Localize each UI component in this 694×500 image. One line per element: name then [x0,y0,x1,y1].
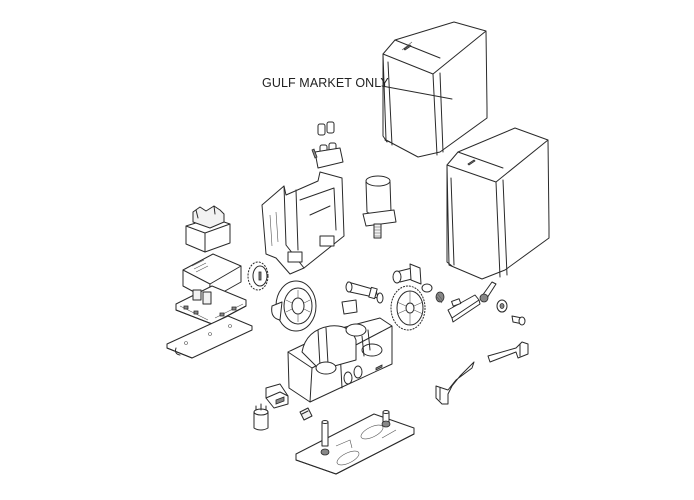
spring [435,291,445,304]
motor-cover-disc [271,280,317,332]
board-base-plate [166,315,253,359]
washer [496,299,508,313]
release-key-cylinder [392,263,422,285]
bushing [253,403,269,431]
cover-standard [446,127,550,280]
nut [421,283,433,293]
pinion-gear [247,261,269,291]
connector [265,383,289,409]
screw [511,315,526,326]
cover-large [382,21,488,158]
limit-switch-bracket-b [435,361,475,405]
drive-shaft [345,281,384,304]
worm-gear [390,285,426,331]
cable-clip [299,407,313,421]
annotation-leader-line [381,85,453,100]
gulf-market-label: GULF MARKET ONLY [262,76,389,90]
capacitor [362,175,397,239]
board-cover [182,253,242,301]
transformer [185,205,231,253]
control-board-bracket [261,171,345,275]
release-handle [479,281,497,303]
terminal-blocks [311,121,344,169]
foundation-plate [295,410,415,475]
gearmotor-housing [287,299,393,403]
release-lever-plate [447,294,481,323]
limit-switch-bracket-a [487,341,529,363]
control-board [175,285,247,325]
